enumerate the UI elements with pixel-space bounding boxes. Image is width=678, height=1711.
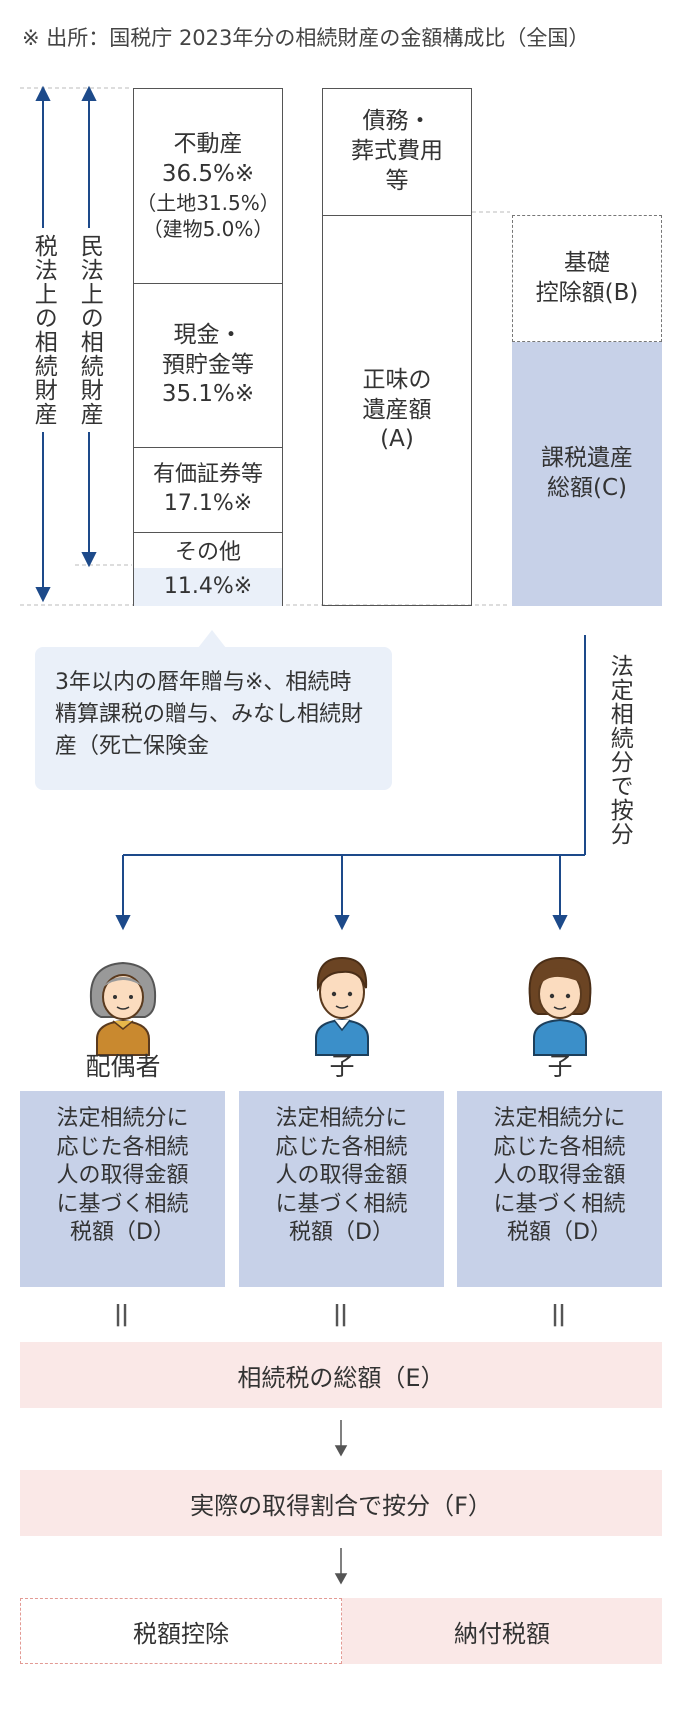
split-arrow-2 <box>334 915 350 931</box>
tax-law-arrow-down <box>35 587 51 603</box>
elderly-woman-icon <box>89 961 157 1056</box>
boy-icon <box>315 956 369 1056</box>
land-pct: （土地31.5%） <box>136 190 280 215</box>
debt-line1: 債務・ <box>362 108 432 135</box>
gift-callout: 3年以内の暦年贈与※、相続時精算課税の贈与、みなし相続財産（死亡保険金 <box>35 647 392 790</box>
equals-mark-2: || <box>333 1302 348 1327</box>
tax-line: 人の取得金額 <box>493 1163 626 1189</box>
callout-pointer <box>198 630 226 648</box>
taxable-total-line2: 総額(C) <box>546 475 627 501</box>
child-1-label: 子 <box>329 1052 355 1081</box>
tax-line: 税額（D） <box>70 1220 175 1246</box>
tax-line: 法定相続分に <box>56 1106 189 1131</box>
spouse-tax-box: 法定相続分に 応じた各相続 人の取得金額 に基づく相続 税額（D） <box>20 1091 225 1287</box>
split-arrow-3 <box>552 915 568 931</box>
real-estate-pct: 36.5%※ <box>161 161 255 187</box>
debt-line2: 葬式費用 <box>351 138 443 165</box>
flow-arrow-1-head <box>334 1445 348 1457</box>
spouse-label: 配偶者 <box>85 1052 161 1081</box>
child-1-tax-box: 法定相続分に 応じた各相続 人の取得金額 に基づく相続 税額（D） <box>239 1091 444 1287</box>
split-arrow-1 <box>115 915 131 931</box>
cash-deposits-box: 現金・ 預貯金等 35.1%※ <box>133 283 283 448</box>
tax-law-arrow-up <box>35 85 51 101</box>
securities-pct: 17.1%※ <box>163 491 253 516</box>
civil-law-arrow-down <box>81 552 97 568</box>
net-estate-line2: 遺産額 <box>362 396 432 423</box>
tax-line: 応じた各相続 <box>493 1134 626 1160</box>
tax-line: 人の取得金額 <box>275 1163 408 1189</box>
tax-line: 人の取得金額 <box>56 1163 189 1189</box>
real-estate-box: 不動産 36.5%※ （土地31.5%） （建物5.0%） <box>133 88 283 284</box>
cash-name-line1: 現金・ <box>173 321 243 348</box>
building-pct: （建物5.0%） <box>142 216 274 241</box>
other-assets-box: その他 11.4%※ <box>133 532 283 606</box>
basic-deduction-box: 基礎 控除額(B) <box>512 215 662 342</box>
civil-law-estate-label: 民法上の相続財産 <box>76 228 102 432</box>
total-inheritance-tax-box: 相続税の総額（E） <box>20 1342 662 1408</box>
child-2-tax-box: 法定相続分に 応じた各相続 人の取得金額 に基づく相続 税額（D） <box>457 1091 662 1287</box>
debt-line3: 等 <box>385 167 409 194</box>
actual-share-split-box: 実際の取得割合で按分（F） <box>20 1470 662 1536</box>
basic-deduction-line2: 控除額(B) <box>535 279 639 306</box>
net-estate-line1: 正味の <box>362 366 432 393</box>
tax-line: 法定相続分に <box>493 1106 626 1131</box>
taxable-total-line1: 課税遺産 <box>541 445 633 472</box>
tax-line: 応じた各相続 <box>56 1134 189 1160</box>
tax-line: 応じた各相続 <box>275 1134 408 1160</box>
tax-line: 税額（D） <box>507 1220 612 1246</box>
cash-name-line2: 預貯金等 <box>162 351 254 378</box>
tax-line: 法定相続分に <box>275 1106 408 1131</box>
basic-deduction-line1: 基礎 <box>564 249 610 276</box>
tax-line: 税額（D） <box>289 1220 394 1246</box>
child-2-label: 子 <box>547 1052 573 1081</box>
tax-line: に基づく相続 <box>275 1191 408 1217</box>
other-pct: 11.4%※ <box>134 567 282 606</box>
securities-box: 有価証券等 17.1%※ <box>133 447 283 533</box>
securities-name: 有価証券等 <box>152 462 263 488</box>
tax-payable-box: 納付税額 <box>342 1598 662 1664</box>
tax-law-estate-label: 税法上の相続財産 <box>30 228 56 432</box>
civil-law-arrow-up <box>81 85 97 101</box>
other-name: その他 <box>174 540 241 565</box>
flow-arrow-2-head <box>334 1573 348 1585</box>
source-note: ※ 出所：国税庁 2023年分の相続財産の金額構成比（全国） <box>22 26 590 50</box>
statutory-split-label: 法定相続分で按分 <box>606 648 632 852</box>
net-estate-box: 正味の 遺産額 (A) <box>322 215 472 606</box>
tax-line: に基づく相続 <box>56 1191 189 1217</box>
girl-icon <box>528 956 592 1056</box>
real-estate-name: 不動産 <box>173 131 243 158</box>
equals-mark-3: || <box>551 1302 566 1327</box>
taxable-estate-total-box: 課税遺産 総額(C) <box>512 342 662 606</box>
equals-mark-1: || <box>114 1302 129 1327</box>
cash-pct: 35.1%※ <box>161 381 255 408</box>
tax-credit-box: 税額控除 <box>20 1598 342 1664</box>
debts-funeral-box: 債務・ 葬式費用 等 <box>322 88 472 216</box>
tax-line: に基づく相続 <box>493 1191 626 1217</box>
net-estate-line3: (A) <box>380 426 414 453</box>
